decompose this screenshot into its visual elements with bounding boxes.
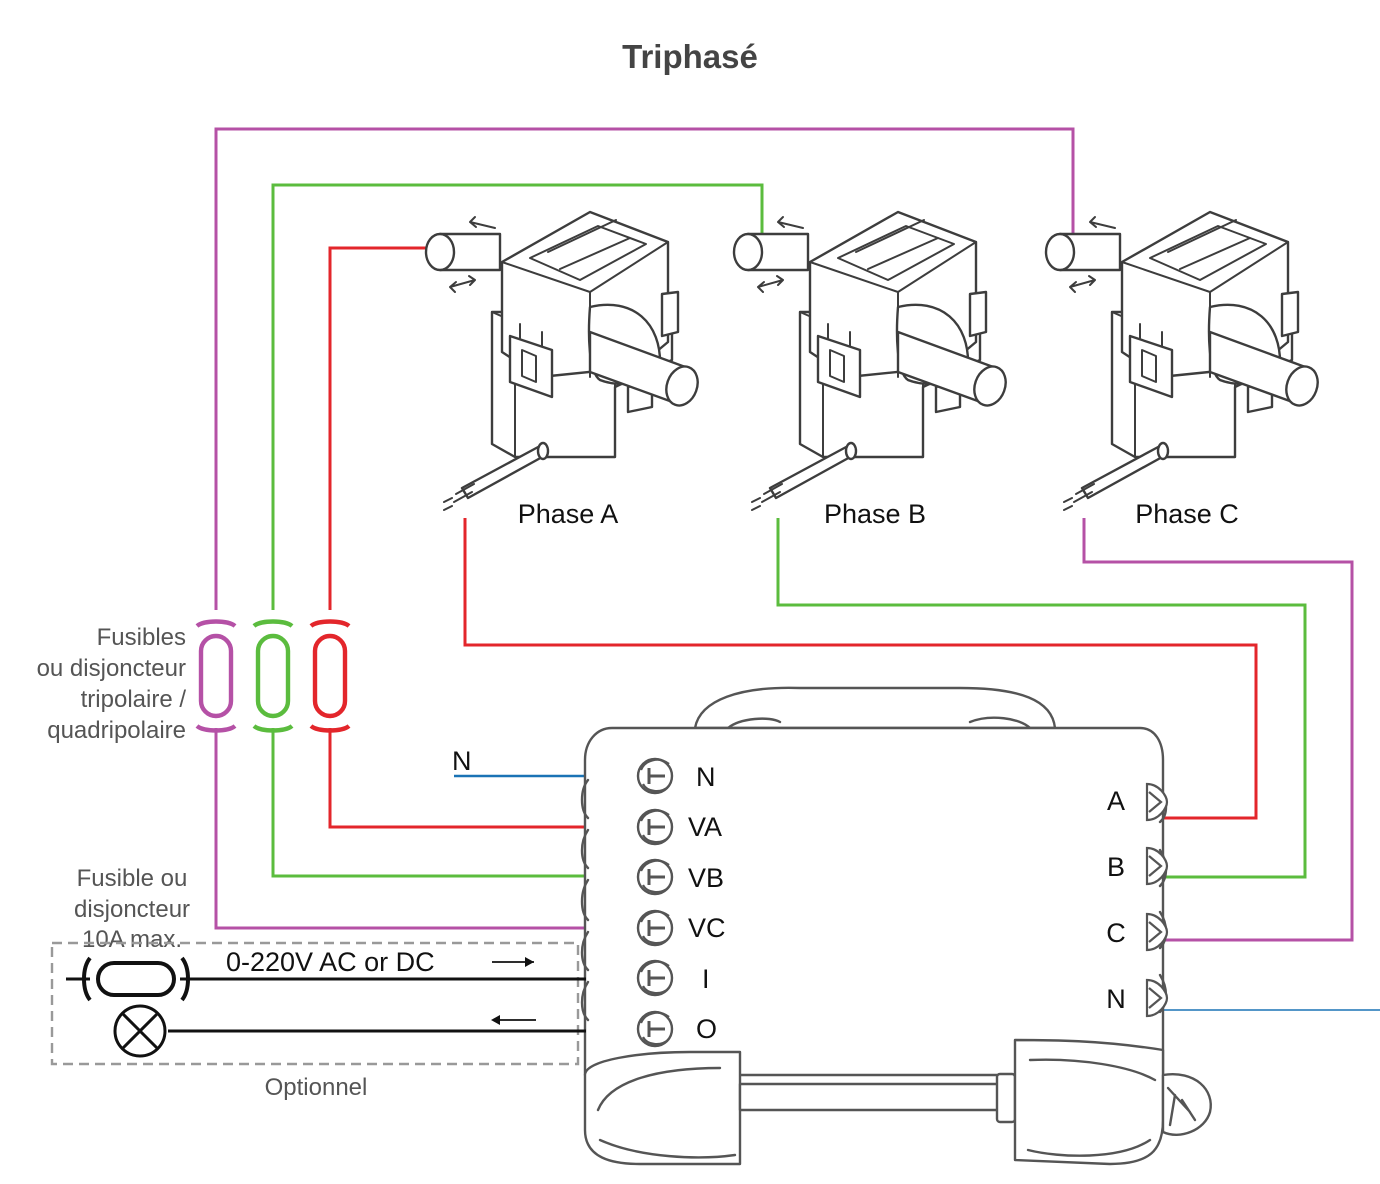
terminal-va-screw-icon — [636, 808, 674, 846]
terminal-n-screw-icon — [636, 757, 674, 795]
phase-a-meter-wire — [328, 728, 588, 829]
optional-fuse-label-line-2: disjoncteur — [74, 896, 190, 923]
phase-b-meter-wire — [271, 728, 588, 878]
phase-b-supply-wire — [271, 183, 764, 610]
terminal-vb-screw-icon — [636, 858, 674, 896]
ct-sensor-phase-c-icon — [1044, 210, 1325, 512]
phase-a-ct-wire — [463, 518, 1258, 820]
terminal-label-o: O — [696, 1014, 717, 1044]
fuse-phase-c-icon — [197, 622, 235, 731]
phase-c-ct-wire — [1082, 518, 1354, 942]
terminal-label-b: B — [1107, 852, 1125, 882]
terminal-label-n-right: N — [1106, 984, 1126, 1014]
arrow-left-icon — [491, 1015, 536, 1025]
fuses-label-line-3: tripolaire / — [81, 686, 187, 713]
ct-sensor-phase-b-icon — [732, 210, 1013, 512]
terminal-o-screw-icon — [636, 1010, 674, 1048]
terminal-label-c: C — [1106, 918, 1126, 948]
fuses-label-line-2: ou disjoncteur — [37, 655, 186, 682]
terminal-label-i: I — [702, 964, 710, 994]
fuses-label-line-4: quadripolaire — [47, 717, 186, 744]
optional-fuse-icon — [82, 956, 190, 1002]
phase-c-label: Phase C — [1135, 499, 1239, 529]
optional-fuse-label-line-3: 10A max. — [82, 926, 182, 953]
phase-a-supply-wire — [328, 246, 440, 610]
terminal-label-va: VA — [688, 812, 722, 842]
terminal-label-n: N — [696, 762, 716, 792]
energy-meter-icon — [580, 686, 1212, 1166]
ct-sensor-phase-a-icon — [424, 210, 705, 512]
terminal-label-vc: VC — [688, 913, 726, 943]
phase-c-meter-wire — [214, 728, 588, 930]
terminal-label-a: A — [1107, 786, 1125, 816]
phase-b-label: Phase B — [824, 499, 926, 529]
terminal-i-screw-icon — [636, 959, 674, 997]
optional-fuse-label: Fusible ou disjoncteur 10A max. — [74, 865, 190, 953]
phase-b-ct-wire — [776, 518, 1307, 879]
fuse-phase-b-icon — [254, 622, 292, 731]
phase-c-supply-wire — [214, 127, 1075, 610]
fuses-label-line-1: Fusibles — [97, 624, 186, 651]
optional-section-box — [50, 941, 580, 1066]
lamp-icon — [113, 1004, 167, 1058]
terminal-label-vb: VB — [688, 863, 724, 893]
diagram-title: Triphasé — [622, 38, 758, 75]
neutral-input-label: N — [452, 746, 472, 776]
fuses-label: Fusibles ou disjoncteur tripolaire / qua… — [37, 624, 187, 744]
optional-label: Optionnel — [265, 1074, 368, 1101]
fuse-phase-a-icon — [311, 622, 349, 731]
phase-a-label: Phase A — [518, 499, 619, 529]
optional-fuse-label-line-1: Fusible ou — [77, 865, 188, 892]
voltage-label: 0-220V AC or DC — [226, 947, 435, 977]
terminal-vc-screw-icon — [636, 909, 674, 947]
arrow-right-icon — [492, 957, 534, 967]
